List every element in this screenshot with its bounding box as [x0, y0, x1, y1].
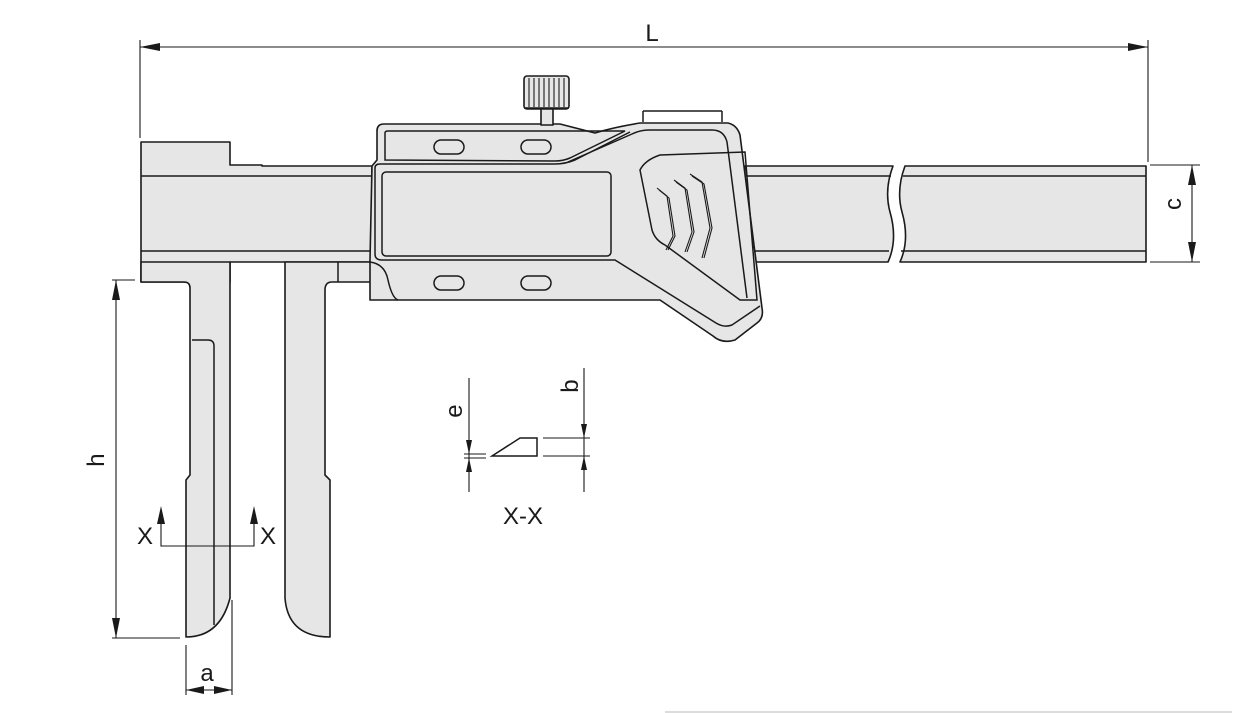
dimension-L — [139, 40, 1149, 162]
label-b: b — [557, 379, 584, 392]
label-c: c — [1160, 198, 1187, 210]
section-detail — [464, 368, 590, 492]
slider-head — [369, 110, 764, 343]
moving-jaw — [284, 261, 373, 638]
thumb-wheel — [523, 75, 570, 126]
label-a: a — [200, 660, 214, 687]
label-section-title: X-X — [503, 503, 543, 530]
label-section-marker-left: X — [137, 523, 153, 550]
dimension-a — [185, 600, 233, 695]
section-cut-line — [157, 506, 258, 547]
dimension-c — [1150, 164, 1200, 263]
label-h: h — [83, 453, 110, 466]
beam — [140, 141, 1147, 283]
dimension-h — [112, 279, 180, 639]
label-L: L — [645, 20, 658, 47]
label-section-marker-right: X — [260, 523, 276, 550]
label-e: e — [441, 404, 468, 417]
fixed-jaw — [140, 261, 231, 638]
